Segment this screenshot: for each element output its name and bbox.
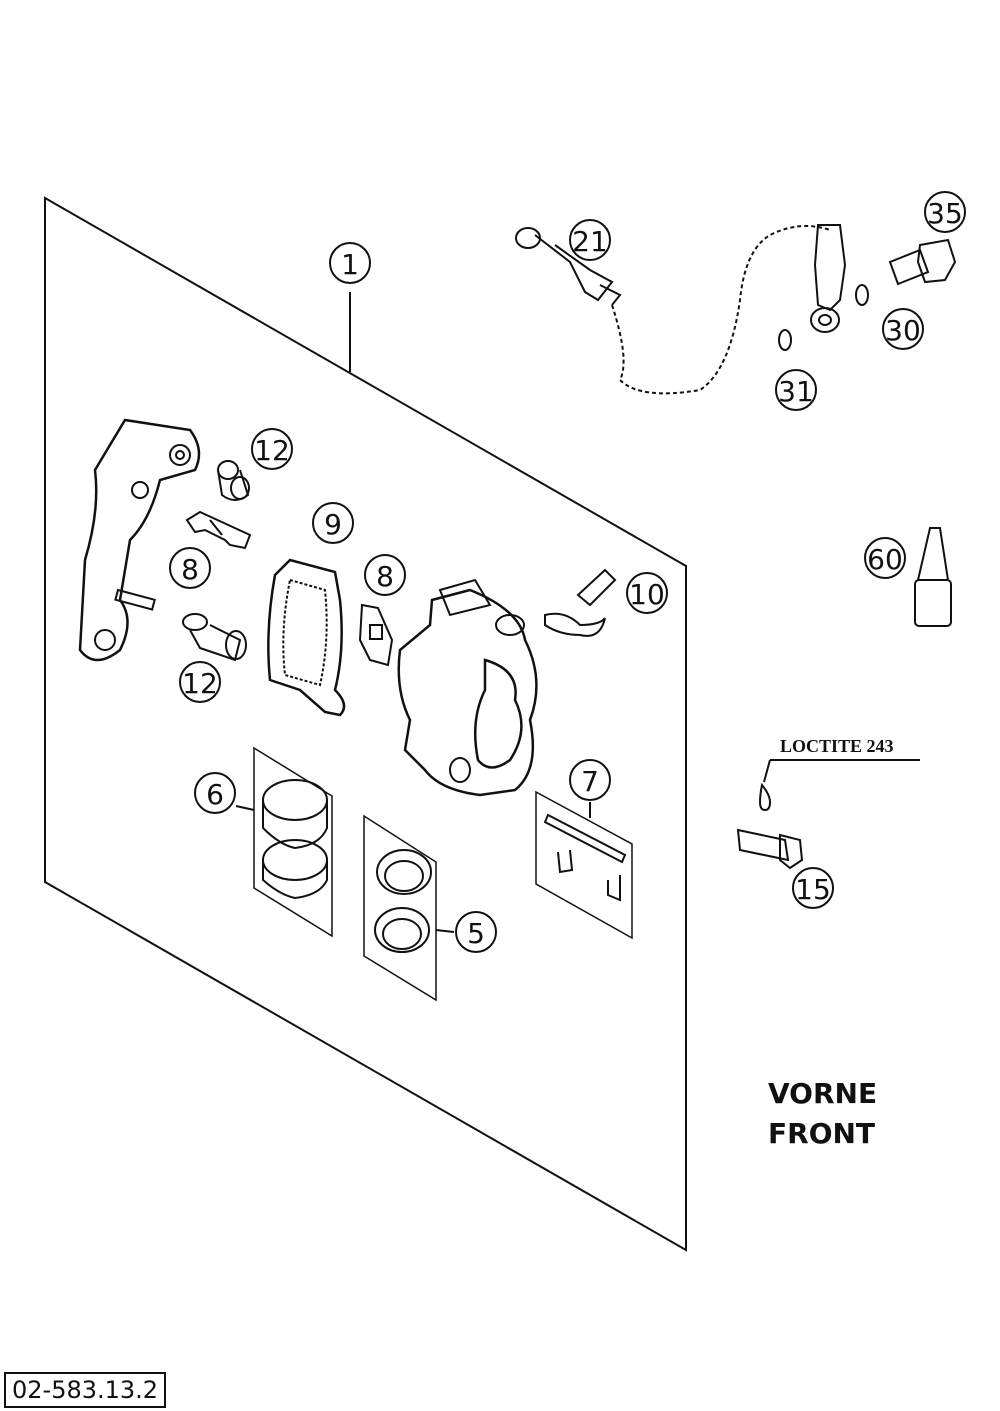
bushing-icon	[182, 613, 247, 662]
front-label: VORNE FRONT	[768, 1074, 877, 1154]
piston-icon	[262, 839, 328, 900]
pad-spring-icon	[185, 510, 252, 550]
svg-text:12: 12	[182, 667, 218, 700]
svg-text:21: 21	[572, 225, 608, 258]
svg-text:1: 1	[341, 248, 359, 281]
svg-text:60: 60	[867, 543, 903, 576]
kit-outline	[44, 196, 687, 1252]
loctite-leader-drop	[763, 759, 771, 783]
front-label-line2: FRONT	[768, 1117, 876, 1150]
screw-icon	[736, 782, 804, 870]
svg-text:6: 6	[206, 778, 224, 811]
svg-text:15: 15	[795, 873, 831, 906]
callout-7: 7	[569, 759, 611, 801]
caliper-body-icon	[397, 578, 538, 797]
seal-ring-icon	[374, 907, 430, 953]
washer-icon	[855, 284, 869, 306]
callout-8-right: 8	[364, 554, 406, 596]
callout-31: 31	[775, 369, 817, 411]
pin-box-outline	[535, 790, 633, 940]
piston-icon	[262, 779, 328, 850]
callout-12-lower: 12	[179, 661, 221, 703]
svg-text:31: 31	[778, 375, 814, 408]
svg-text:8: 8	[376, 560, 394, 593]
svg-text:10: 10	[629, 578, 665, 611]
front-label-line1: VORNE	[768, 1077, 878, 1110]
brake-hose-icon	[515, 224, 847, 395]
pad-spring-icon	[358, 603, 394, 667]
svg-text:30: 30	[885, 314, 921, 347]
piston-box-outline	[253, 746, 333, 938]
seal-box-outline	[363, 814, 437, 1002]
bushing-icon	[217, 460, 250, 501]
brake-pad-icon	[267, 558, 346, 717]
loctite-label: LOCTITE 243	[780, 736, 894, 756]
callout-8-left: 8	[169, 547, 211, 589]
callout-30: 30	[882, 308, 924, 350]
washer-icon	[778, 329, 792, 351]
svg-text:12: 12	[254, 434, 290, 467]
callout-15: 15	[792, 867, 834, 909]
banjo-bolt-icon	[888, 238, 957, 286]
callout-35: 35	[924, 191, 966, 233]
callout-9: 9	[312, 502, 354, 544]
callout-60: 60	[864, 537, 906, 579]
bleeder-screw-icon	[544, 568, 617, 637]
callout-10: 10	[626, 572, 668, 614]
svg-text:8: 8	[181, 553, 199, 586]
leader-6	[235, 805, 255, 811]
callout-6: 6	[194, 772, 236, 814]
svg-text:9: 9	[324, 508, 342, 541]
loctite-bottle-icon	[914, 527, 952, 627]
callout-21: 21	[569, 219, 611, 261]
pin-clip-icon	[543, 813, 627, 902]
seal-ring-icon	[376, 849, 432, 895]
svg-text:35: 35	[927, 197, 963, 230]
brake-bracket-icon	[78, 418, 201, 662]
callout-1: 1	[329, 242, 371, 284]
drawing-code: 02-583.13.2	[4, 1372, 167, 1408]
svg-text:7: 7	[581, 765, 599, 798]
svg-text:5: 5	[467, 917, 485, 950]
leader-5	[435, 929, 455, 933]
callout-5: 5	[455, 911, 497, 953]
callout-12-upper: 12	[251, 428, 293, 470]
